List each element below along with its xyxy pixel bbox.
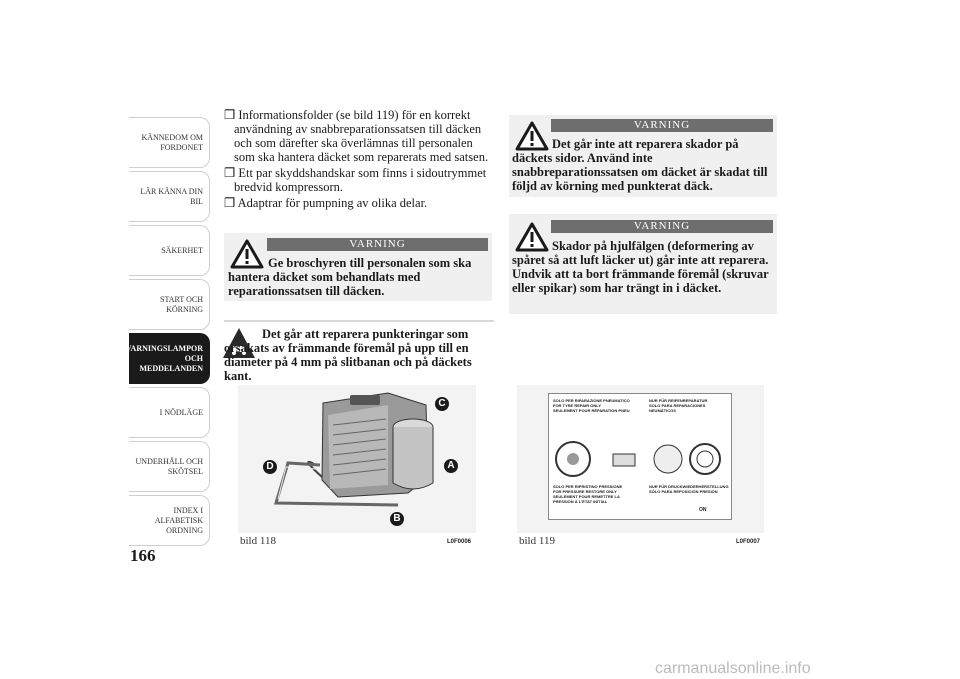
tab-underhall[interactable]: UNDERHÅLL OCH SKÖTSEL bbox=[129, 441, 210, 492]
tab-varningslampor[interactable]: VARNINGSLAMPOR OCH MEDDELANDEN bbox=[126, 333, 210, 384]
label-line: SOLO PER RIPRISTINO PRESSIONE bbox=[553, 484, 623, 489]
warning-triangle-icon bbox=[230, 239, 264, 269]
callout-d: D bbox=[263, 460, 277, 474]
list-item: ❒ Ett par skyddshandskar som finns i sid… bbox=[224, 166, 487, 194]
tab-sakerhet[interactable]: SÄKERHET bbox=[129, 225, 210, 276]
left-column-list: ❒ Informationsfolder (se bild 119) för e… bbox=[224, 108, 494, 212]
tyre-repair-icons bbox=[555, 441, 721, 477]
warning-box-brochure: VARNING Ge broschyren till personalen so… bbox=[224, 233, 492, 301]
callout-c: C bbox=[435, 397, 449, 411]
car-note-icon bbox=[223, 328, 255, 358]
label-line: SOLO PARA REPARACIONES NEUMÁTICOS bbox=[649, 403, 706, 413]
warning-triangle-icon bbox=[515, 121, 549, 151]
tab-start[interactable]: START OCH KÖRNING bbox=[129, 279, 210, 330]
figure-code: L0F0006 bbox=[447, 539, 472, 545]
callout-b: B bbox=[390, 512, 404, 526]
watermark: carmanualsonline.info bbox=[655, 660, 811, 677]
tab-index[interactable]: INDEX I ALFABETISK ORDNING bbox=[129, 495, 210, 546]
callout-a: A bbox=[444, 459, 458, 473]
tab-kannedom[interactable]: KÄNNEDOM OM FORDONET bbox=[129, 117, 210, 168]
info-label-card: SOLO PER RIPARAZIONE PNEUMATICO FOR TYRE… bbox=[548, 393, 732, 520]
warning-text: Ge broschyren till personalen som ska ha… bbox=[228, 256, 472, 298]
page-number: 166 bbox=[130, 546, 156, 565]
figure-code: L0F0007 bbox=[736, 539, 761, 545]
figure-caption: bild 118 bbox=[240, 535, 276, 547]
compressor-illustration bbox=[273, 392, 434, 507]
on-label: ON bbox=[699, 507, 707, 513]
label-line: SÓLO PARA REPOSICIÓN PRESIÓN bbox=[649, 489, 718, 494]
list-item: ❒ Informationsfolder (se bild 119) för e… bbox=[224, 108, 489, 164]
label-line: SEULEMENT POUR RÉPARATION PNEU bbox=[553, 408, 630, 413]
figure-caption: bild 119 bbox=[519, 535, 555, 547]
chapter-tabs: KÄNNEDOM OM FORDONET LÄR KÄNNA DIN BIL S… bbox=[126, 117, 210, 549]
divider bbox=[224, 320, 494, 322]
note-text: Det går att reparera punkteringar som or… bbox=[224, 327, 472, 383]
label-line: SOLO PER RIPARAZIONE PNEUMATICO bbox=[553, 398, 630, 403]
warning-title: VARNING bbox=[551, 119, 773, 132]
warning-text: Skador på hjulfälgen (deformering av spå… bbox=[512, 239, 769, 295]
tab-lar-kanna[interactable]: LÄR KÄNNA DIN BIL bbox=[129, 171, 210, 222]
label-line: FOR PRESSURE RESTORE ONLY bbox=[553, 489, 617, 494]
warning-text: Det går inte att reparera skador på däck… bbox=[512, 137, 768, 193]
warning-triangle-icon bbox=[515, 222, 549, 252]
warning-box-rim-damage: VARNING Skador på hjulfälgen (deformerin… bbox=[509, 214, 777, 314]
warning-title: VARNING bbox=[267, 238, 488, 251]
warning-box-side-damage: VARNING Det går inte att reparera skador… bbox=[509, 115, 777, 197]
label-line: SEULEMENT POUR REMETTRE LA PRESSION À L'… bbox=[553, 494, 620, 504]
tab-i-nodlage[interactable]: I NÖDLÄGE bbox=[129, 387, 210, 438]
warning-title: VARNING bbox=[551, 220, 773, 233]
label-line: FOR TYRE REPAIR ONLY bbox=[553, 403, 602, 408]
list-item: ❒ Adaptrar för pumpning av olika delar. bbox=[224, 196, 428, 210]
figure-118: C D A B bbox=[238, 385, 476, 533]
label-line: NUR FÜR DRUCKWIEDERHERSTELLUNG bbox=[649, 484, 729, 489]
label-line: NUR FÜR REIFENREPARATUR bbox=[649, 398, 708, 403]
